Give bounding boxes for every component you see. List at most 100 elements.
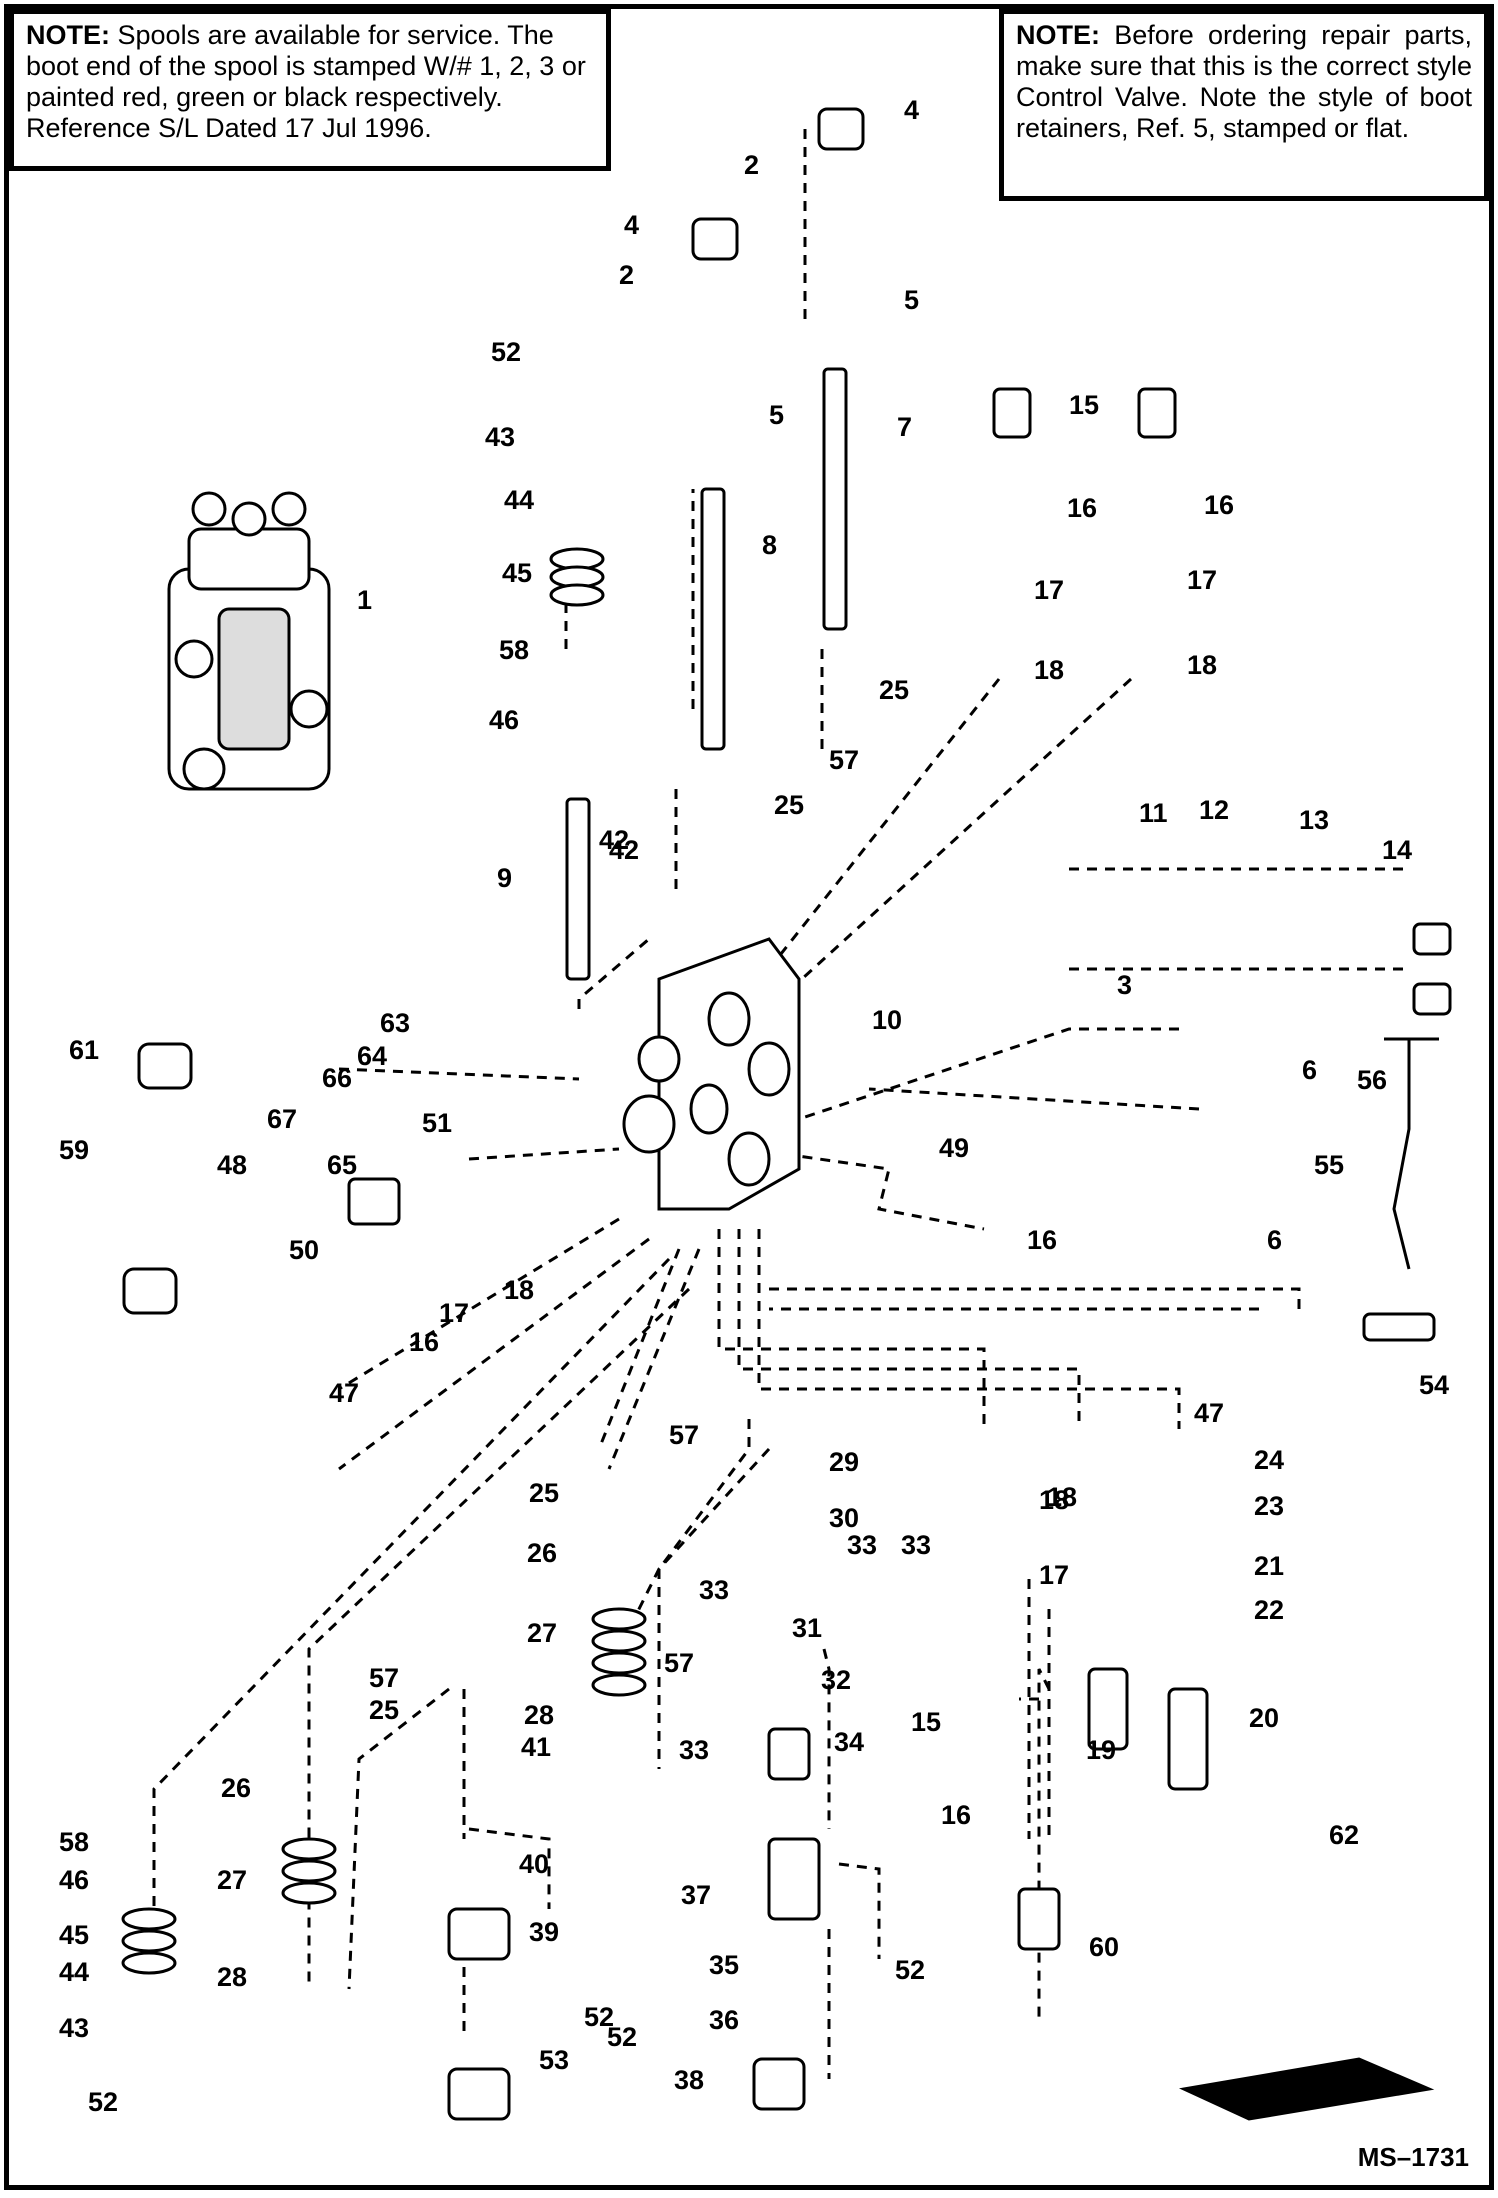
callout-5: 5 <box>769 400 784 430</box>
callout-18: 18 <box>1039 1485 1069 1515</box>
callout-33: 33 <box>699 1575 729 1605</box>
callout-18: 18 <box>1187 650 1217 680</box>
callout-29: 29 <box>829 1447 859 1477</box>
callout-57: 57 <box>829 745 859 775</box>
callout-66: 66 <box>322 1063 352 1093</box>
drawing-number: MS–1731 <box>1357 2142 1469 2172</box>
callout-44: 44 <box>59 1957 89 1987</box>
callout-15: 15 <box>911 1707 941 1737</box>
callout-52: 52 <box>895 1955 925 1985</box>
callout-17: 17 <box>1187 565 1217 595</box>
hydraulic-fittings <box>1362 1037 1439 1342</box>
note-label: NOTE: <box>1016 20 1100 50</box>
callout-47: 47 <box>1194 1398 1224 1428</box>
callout-57: 57 <box>669 1420 699 1450</box>
callout-25: 25 <box>369 1695 399 1725</box>
callout-26: 26 <box>221 1773 251 1803</box>
callout-47: 47 <box>329 1378 359 1408</box>
spools <box>565 367 848 981</box>
callout-39: 39 <box>529 1917 559 1947</box>
callout-32: 32 <box>821 1665 851 1695</box>
springs <box>121 547 647 1975</box>
callout-16: 16 <box>941 1800 971 1830</box>
callout-17: 17 <box>439 1298 469 1328</box>
callout-11: 11 <box>1139 798 1168 828</box>
callout-4: 4 <box>624 210 639 240</box>
callout-43: 43 <box>59 2013 89 2043</box>
callout-59: 59 <box>59 1135 89 1165</box>
callout-33: 33 <box>679 1735 709 1765</box>
callout-51: 51 <box>422 1108 452 1138</box>
callout-60: 60 <box>1089 1932 1119 1962</box>
callout-28: 28 <box>217 1962 247 1992</box>
callout-13: 13 <box>1299 805 1329 835</box>
callout-45: 45 <box>502 558 532 588</box>
callout-9: 9 <box>497 863 512 893</box>
note-text: Spools are available for service. The bo… <box>26 20 586 143</box>
note-text: Before ordering repair parts, make sure … <box>1016 20 1472 143</box>
exploded-parts-diagram: NOTE: Spools are available for service. … <box>4 4 1494 2190</box>
callout-7: 7 <box>897 412 912 442</box>
callout-18: 18 <box>1034 655 1064 685</box>
callout-53: 53 <box>539 2045 569 2075</box>
callout-58: 58 <box>499 635 529 665</box>
cartridges-and-plugs <box>347 922 1452 2121</box>
callout-25: 25 <box>529 1478 559 1508</box>
callout-64: 64 <box>357 1041 387 1071</box>
callout-31: 31 <box>792 1613 822 1643</box>
callout-57: 57 <box>369 1663 399 1693</box>
callout-25: 25 <box>879 675 909 705</box>
callout-57: 57 <box>664 1648 694 1678</box>
callout-42: 42 <box>599 825 629 855</box>
callout-23: 23 <box>1254 1491 1284 1521</box>
valve-parts <box>121 107 1452 2121</box>
callout-18: 18 <box>504 1275 534 1305</box>
callout-49: 49 <box>939 1133 969 1163</box>
callout-44: 44 <box>504 485 534 515</box>
callout-10: 10 <box>872 1005 902 1035</box>
callout-33: 33 <box>847 1530 877 1560</box>
callout-22: 22 <box>1254 1595 1284 1625</box>
callout-6: 6 <box>1302 1055 1317 1085</box>
callout-52: 52 <box>88 2087 118 2117</box>
callout-15: 15 <box>1069 390 1099 420</box>
callout-24: 24 <box>1254 1445 1284 1475</box>
callout-5: 5 <box>904 285 919 315</box>
callout-6: 6 <box>1267 1225 1282 1255</box>
callout-20: 20 <box>1249 1703 1279 1733</box>
callout-3: 3 <box>1117 970 1132 1000</box>
callout-50: 50 <box>289 1235 319 1265</box>
callout-4: 4 <box>904 95 919 125</box>
callout-16: 16 <box>1067 493 1097 523</box>
callout-16: 16 <box>1204 490 1234 520</box>
callout-48: 48 <box>217 1150 247 1180</box>
callout-27: 27 <box>217 1865 247 1895</box>
callout-26: 26 <box>527 1538 557 1568</box>
callout-67: 67 <box>267 1104 297 1134</box>
callout-38: 38 <box>674 2065 704 2095</box>
callout-61: 61 <box>69 1035 99 1065</box>
callout-34: 34 <box>834 1727 864 1757</box>
ordering-note-control-valve: NOTE: Before ordering repair parts, make… <box>999 9 1489 201</box>
callout-46: 46 <box>489 705 519 735</box>
callout-43: 43 <box>485 422 515 452</box>
control-valve-assembly <box>167 491 331 791</box>
callout-30: 30 <box>829 1503 859 1533</box>
callout-33: 33 <box>901 1530 931 1560</box>
callout-17: 17 <box>1039 1560 1069 1590</box>
seal-kit <box>1178 2057 1435 2121</box>
callout-17: 17 <box>1034 575 1064 605</box>
boots <box>691 107 1177 439</box>
callout-42: 42 <box>609 835 639 865</box>
callout-36: 36 <box>709 2005 739 2035</box>
callout-12: 12 <box>1199 795 1229 825</box>
callout-25: 25 <box>774 790 804 820</box>
callout-35: 35 <box>709 1950 739 1980</box>
callout-55: 55 <box>1314 1150 1344 1180</box>
callout-2: 2 <box>619 260 634 290</box>
service-note-spools: NOTE: Spools are available for service. … <box>9 9 611 171</box>
parts-drawing: 1223445566789101112131415151616161616171… <box>59 95 1452 2121</box>
callout-52: 52 <box>491 337 521 367</box>
callout-52: 52 <box>584 2002 614 2032</box>
